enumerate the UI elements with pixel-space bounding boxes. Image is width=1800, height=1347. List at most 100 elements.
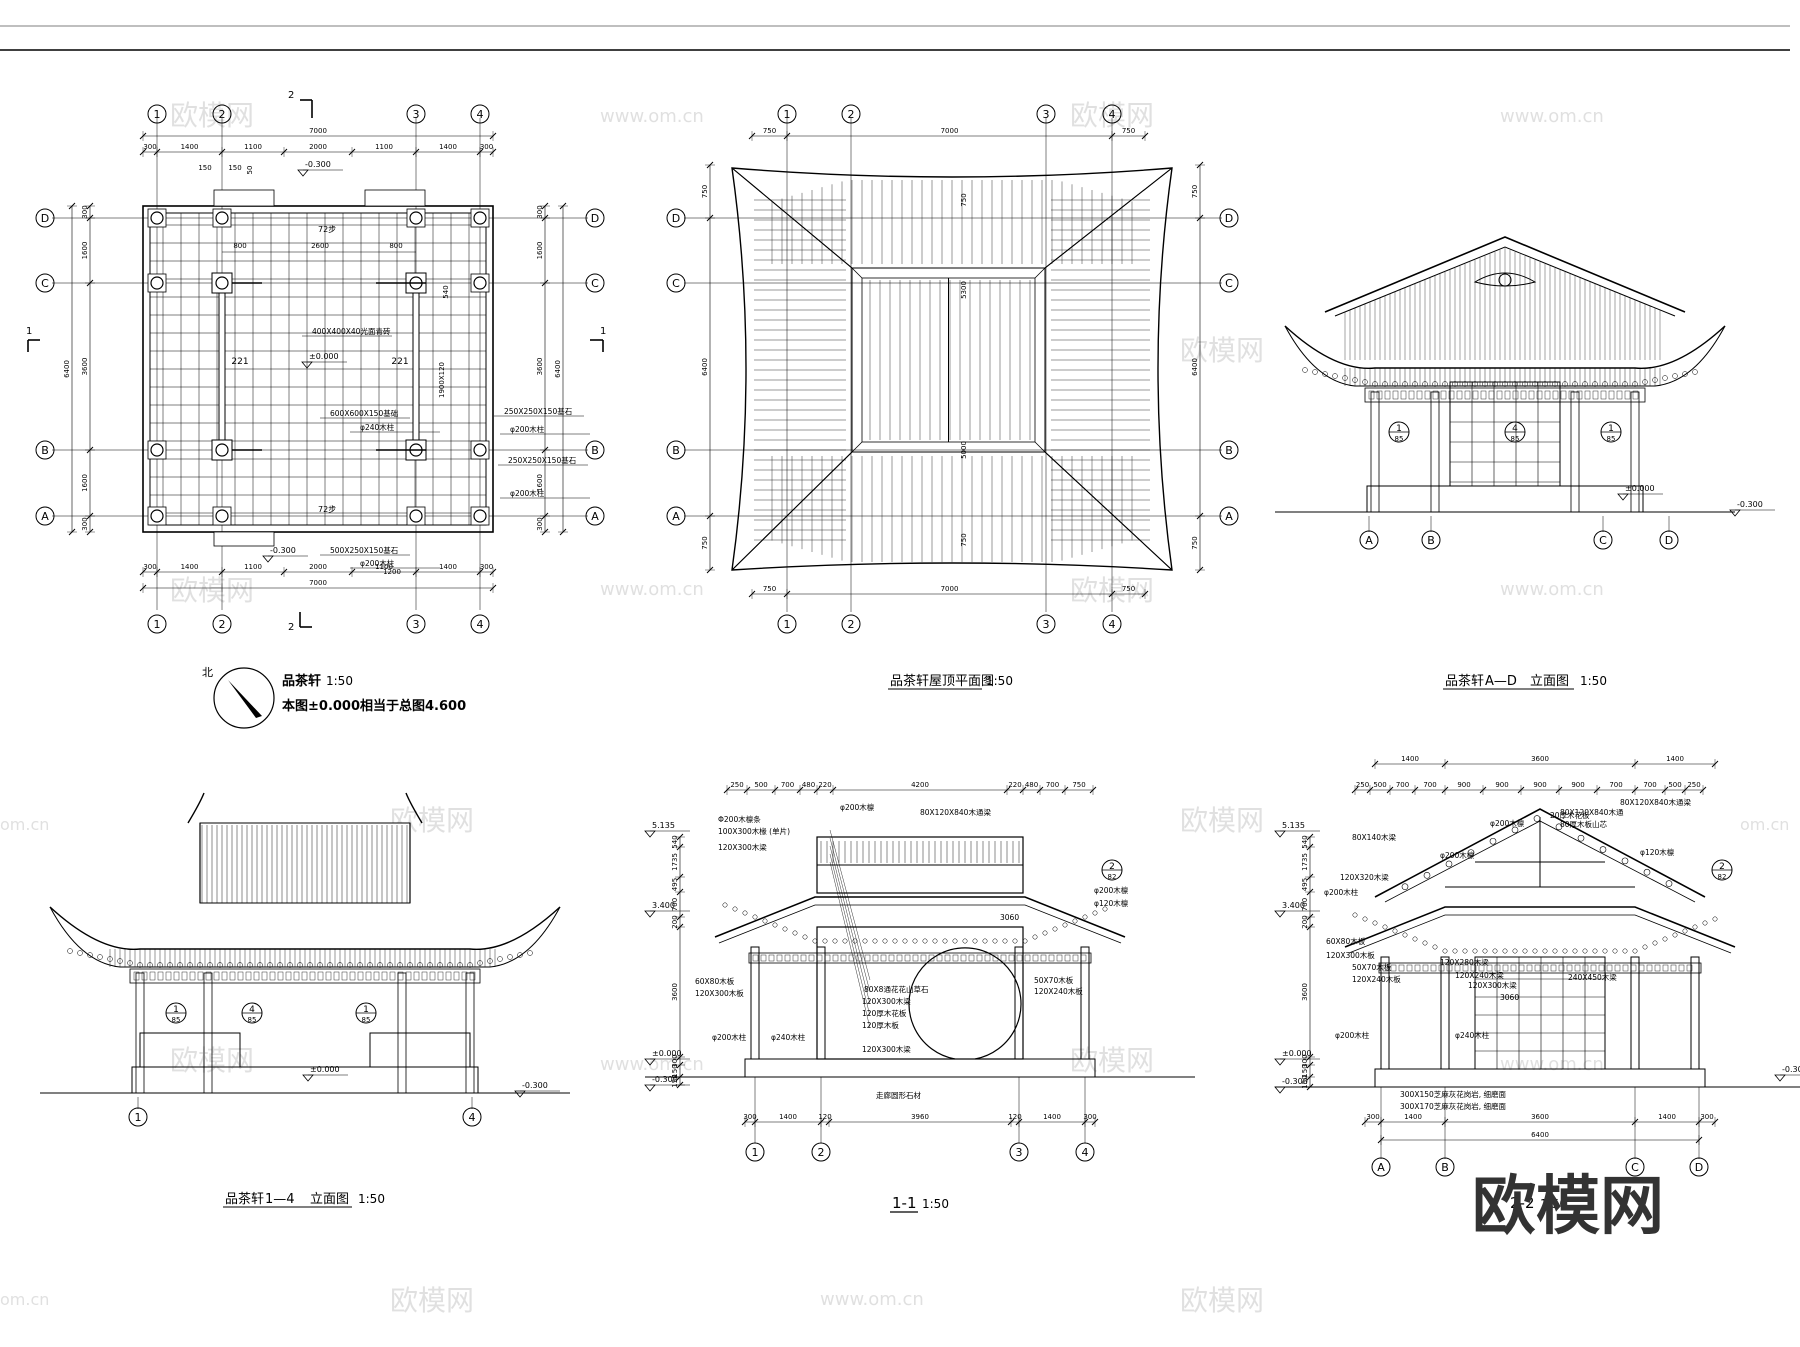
elev-lattice-cell [1376, 390, 1383, 400]
elev-lattice-cell [1544, 390, 1551, 400]
sec11-axis-bubble-label: 4 [1082, 1146, 1089, 1159]
sec-purlin [1092, 910, 1098, 916]
gable-ornament [1473, 272, 1537, 287]
sec-purlin [832, 938, 838, 944]
sec-lattice-cell [1438, 964, 1445, 972]
elev-14-callout-2-num: 4 [249, 1005, 255, 1015]
sec-purlin [1512, 948, 1518, 954]
sec-lattice-cell [1048, 954, 1055, 962]
sec-purlin [1352, 912, 1358, 918]
elev-lattice-cell [1480, 390, 1487, 400]
sec22-purlin [1665, 880, 1673, 887]
sec22-purlin [1489, 837, 1497, 845]
elev-lattice-cell [325, 971, 332, 981]
sec11-annotation: 走廊圆形石材 [876, 1090, 921, 1100]
elev-lattice-cell [1616, 390, 1623, 400]
sec11-annotation: 120X240木板 [1034, 986, 1083, 996]
elev-14-range: 1—4 [265, 1192, 295, 1207]
sec-lattice-cell [1550, 964, 1557, 972]
sec11-title-block: 1-1 1:50 [890, 1194, 949, 1213]
plan-small-dim: 50 [246, 166, 254, 175]
sec11-dim-bottom-value: 120 [1008, 1113, 1021, 1121]
sec-lattice-cell [1000, 954, 1007, 962]
elev-lattice-cell [365, 971, 372, 981]
sec-lattice-cell [840, 954, 847, 962]
sec-purlin [1082, 914, 1088, 920]
sec11-annotation: 3060 [1000, 913, 1019, 922]
elev-lattice-cell [405, 971, 412, 981]
sec-lattice-cell [1654, 964, 1661, 972]
sec-purlin [752, 914, 758, 920]
sec-lattice-cell [808, 954, 815, 962]
plan-dim-bottom-value: 1400 [439, 563, 457, 571]
elev-ad-callout-2-sub: 85 [1511, 435, 1520, 443]
elev-lattice-cell [1552, 390, 1559, 400]
elev-eave-under [49, 906, 561, 968]
gable-roof-edge [1324, 236, 1686, 313]
elev-dentil [1592, 381, 1598, 387]
sec11-annotation: 50X70木板 [1034, 975, 1074, 985]
plan-annotation: φ240木柱 [360, 422, 395, 432]
elev-dentil [67, 948, 73, 954]
axis-bubble-alpha-left-label: B [41, 444, 49, 457]
plan-dim-top-value: 300 [480, 143, 493, 151]
column [215, 211, 229, 225]
sec11-dim-bottom-value: 120 [818, 1113, 831, 1121]
sec-purlin [1602, 948, 1608, 954]
sec-column [1690, 956, 1700, 1070]
elev-dentil [1432, 381, 1438, 387]
sec22-dim-top-2-value: 500 [1668, 781, 1681, 789]
sec22-dim-top-value: 1400 [1401, 755, 1419, 763]
elev-14-callout-1-sub: 85 [172, 1016, 181, 1024]
roof-inner-dim: 5000 [960, 441, 968, 459]
sec-purlin [1002, 938, 1008, 944]
axis-bubble-num-top-label: 4 [477, 108, 484, 121]
roof-dim-right-value: 750 [1191, 536, 1199, 549]
sec-purlin [882, 938, 888, 944]
elev-lattice-cell [341, 971, 348, 981]
column [150, 276, 164, 290]
sec22-dim-top-2-value: 250 [1687, 781, 1700, 789]
sec11-axis-bubble-circle [811, 1142, 831, 1162]
sec22-level-top-value: 5.135 [1282, 821, 1305, 830]
sec11-dim-top-value: 750 [1072, 781, 1085, 789]
plan-dim-left-value: 3600 [81, 358, 89, 376]
sec11-dim-top-value: 250 [730, 781, 743, 789]
raised-roof-horn-left [187, 792, 205, 824]
sec11-annotation: 120厚木花板 [862, 1008, 907, 1018]
sec-purlin [1382, 924, 1388, 930]
sec-lattice-cell [1032, 954, 1039, 962]
elev-lattice-cell [437, 971, 444, 981]
sec-lattice-cell [1470, 964, 1477, 972]
sec-purlin [1682, 928, 1688, 934]
plan-annotation: 72步 [318, 505, 336, 514]
sec11-dim-left-value: 300 [671, 1054, 679, 1067]
elev-dentil [427, 962, 433, 968]
elev-dentil [517, 952, 523, 958]
roof-axis-num-bottom-label: 2 [848, 618, 855, 631]
sec11-annotation: 60X80木板 [695, 976, 735, 986]
sec11-dim-bottom-value: 3960 [911, 1113, 929, 1121]
elev-lattice-cell [157, 971, 164, 981]
sec22-dim-left-value: 3600 [1301, 983, 1309, 1001]
sec-lattice-cell [1662, 964, 1669, 972]
axis-bubble-alpha-right-label: D [591, 212, 599, 225]
axis-bubble-num-bottom-circle [212, 614, 232, 634]
north-label: 北 [202, 666, 213, 679]
sec22-annotation: 120X300木板 [1326, 950, 1375, 960]
elev-14-callout-2-sub: 85 [248, 1016, 257, 1024]
sec-purlin [902, 938, 908, 944]
elev-ad-axis-bubble-circle [1359, 530, 1379, 550]
sec22-purlin [1643, 868, 1651, 876]
axis-bubble-num-top-circle [212, 104, 232, 124]
sec22-dim-top-2-value: 700 [1609, 781, 1622, 789]
elev-dentil [1682, 371, 1688, 377]
elev-dentil [87, 952, 93, 958]
sec-purlin [892, 938, 898, 944]
sec22-annotation: 50X70木板 [1352, 962, 1392, 972]
roof-axis-num-bottom-circle [777, 614, 797, 634]
axis-bubble-num-bottom-circle [147, 614, 167, 634]
